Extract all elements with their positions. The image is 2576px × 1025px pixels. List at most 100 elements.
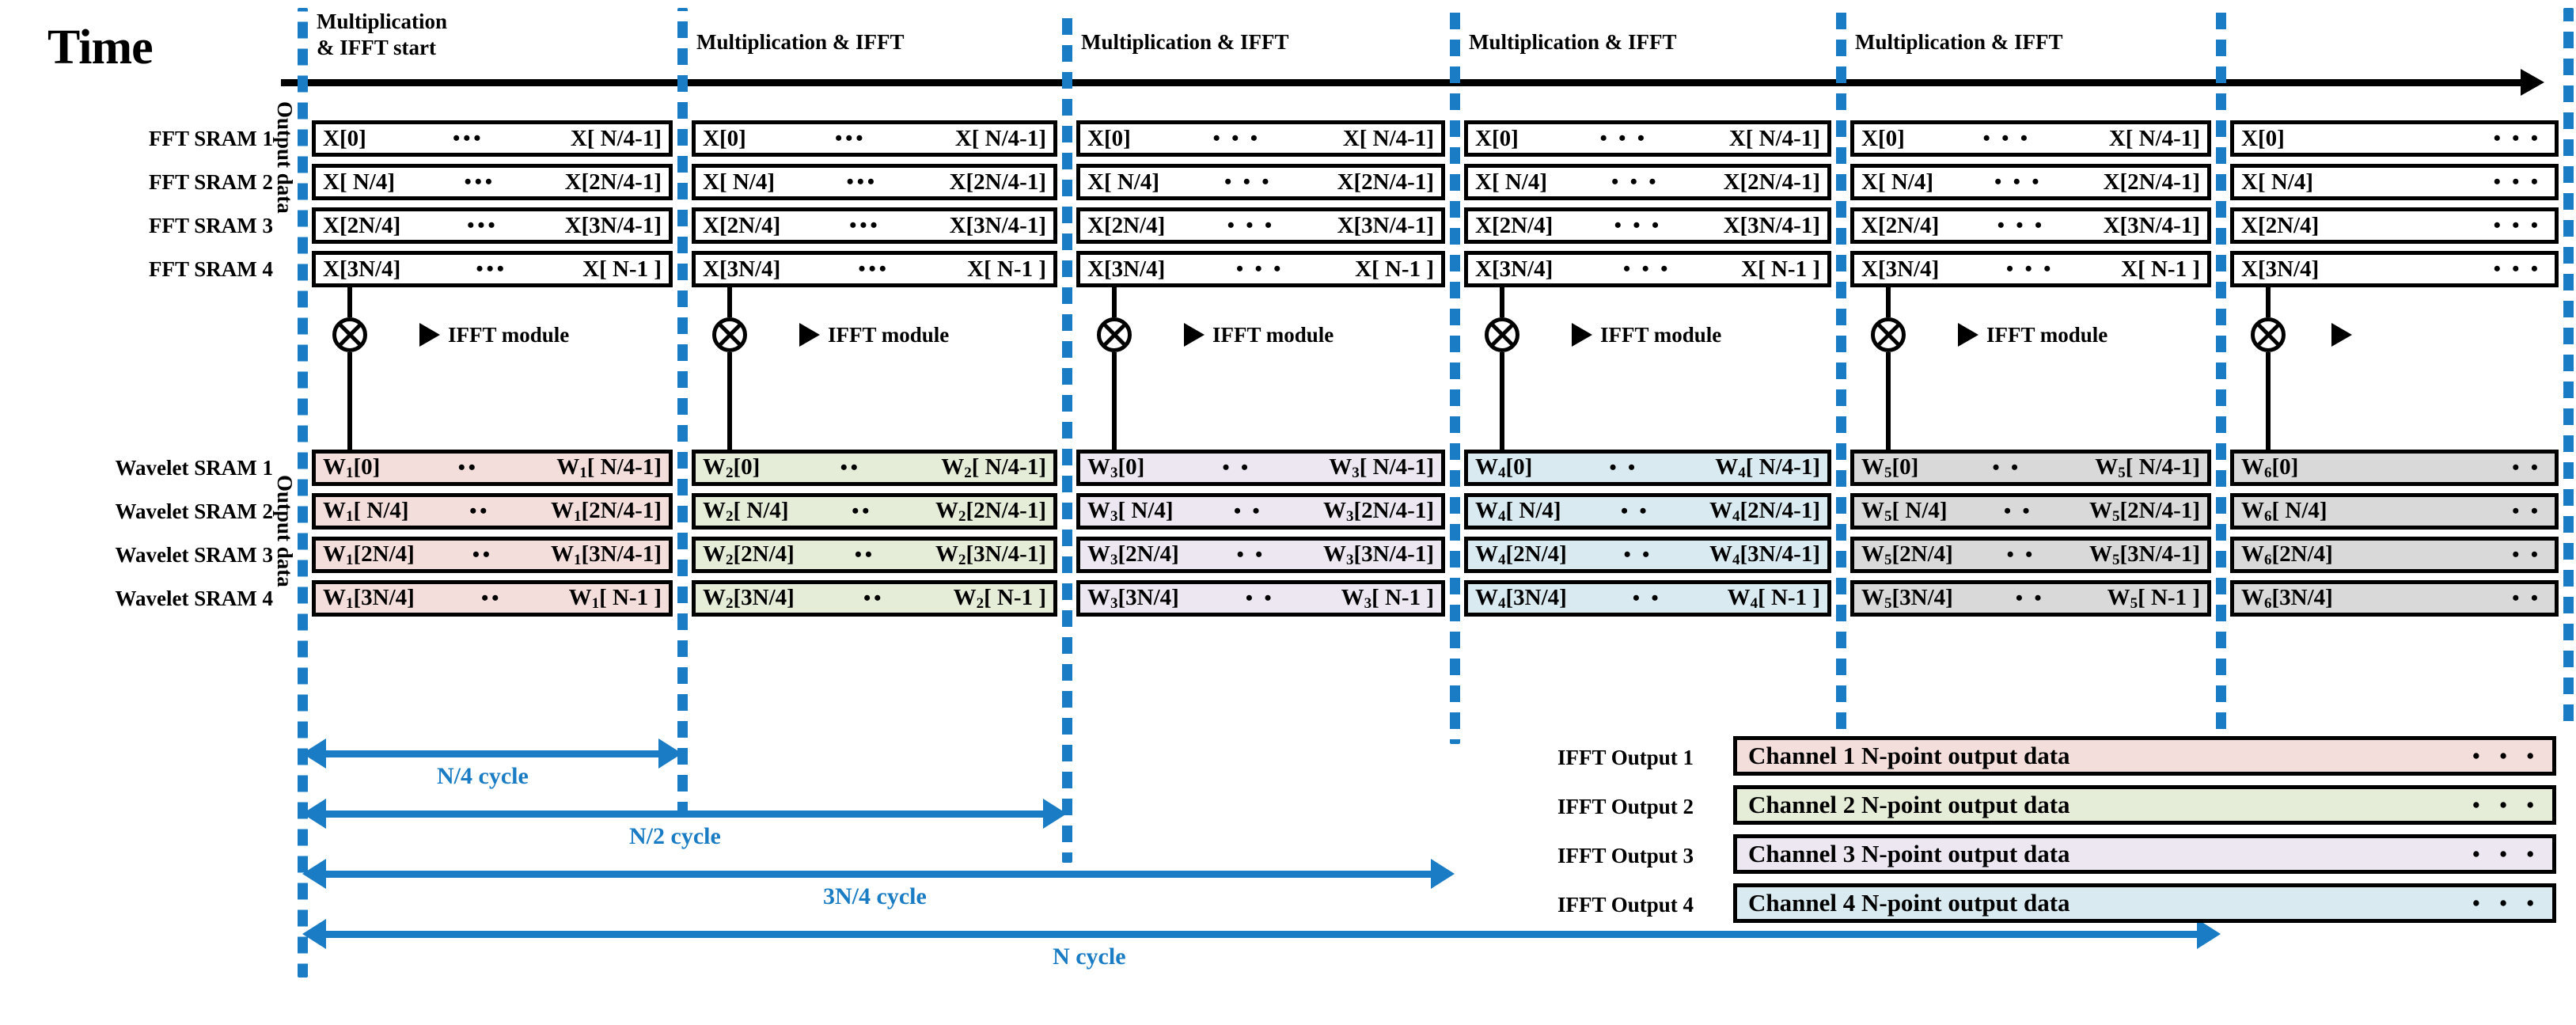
fft-cell-ellipsis: •••	[476, 257, 507, 280]
arrow-head-right-icon	[1431, 859, 1455, 889]
arrow-shaft	[326, 750, 658, 757]
multiply-icon	[1871, 317, 1906, 352]
cycle-arrow-label-1: N/4 cycle	[437, 763, 529, 789]
ifft-module-label-2: IFFT module	[828, 322, 950, 347]
ifft-output-label-2: IFFT Output 2	[1557, 795, 1694, 818]
fft-cell-end-index: X[2N/4-1]	[2103, 169, 2200, 195]
fft-cell-c3-r2: X[ N/4]• • •X[2N/4-1]	[1076, 164, 1445, 200]
phase-separator-7	[2563, 8, 2574, 728]
fft-cell-c2-r4: X[3N/4]•••X[ N-1 ]	[692, 251, 1057, 287]
fft-cell-start-index: X[2N/4]	[323, 212, 401, 238]
wavelet-cell-start-index: W4[0]	[1475, 454, 1533, 481]
wavelet-row-label-2: Wavelet SRAM 2	[115, 499, 273, 523]
fft-cell-end-index: X[ N/4-1]	[570, 125, 662, 151]
fft-cell-c3-r3: X[2N/4]• • •X[3N/4-1]	[1076, 207, 1445, 244]
fft-cell-end-index: X[ N-1 ]	[1355, 256, 1434, 282]
wavelet-cell-start-index: W4[2N/4]	[1475, 541, 1567, 568]
cycle-arrow-label-3: 3N/4 cycle	[823, 883, 927, 909]
wavelet-cell-end-index: W3[2N/4-1]	[1323, 497, 1434, 525]
fft-cell-end-index: X[3N/4-1]	[564, 212, 662, 238]
fft-cell-end-index: X[2N/4-1]	[949, 169, 1046, 195]
wavelet-cell-c5-r2: W5[ N/4]• •W5[2N/4-1]	[1850, 493, 2211, 530]
wavelet-cell-start-index: W2[2N/4]	[703, 541, 795, 568]
wavelet-cell-ellipsis: • •	[1623, 543, 1653, 566]
wavelet-cell-ellipsis: ••	[469, 499, 491, 522]
wavelet-cell-c5-r1: W5[0]• •W5[ N/4-1]	[1850, 450, 2211, 486]
fft-cell-ellipsis: • • •	[1224, 170, 1273, 193]
fft-cell-c1-r2: X[ N/4]•••X[2N/4-1]	[312, 164, 673, 200]
wavelet-cell-c1-r1: W1[0]••W1[ N/4-1]	[312, 450, 673, 486]
wavelet-cell-c4-r3: W4[2N/4] • • W4[3N/4-1]	[1464, 537, 1831, 573]
wavelet-cell-c1-r2: W1[ N/4]••W1[2N/4-1]	[312, 493, 673, 530]
wavelet-cell-ellipsis: • •	[2512, 456, 2541, 479]
wavelet-cell-start-index: W5[3N/4]	[1861, 584, 1953, 612]
wavelet-cell-c1-r4: W1[3N/4]••W1[ N-1 ]	[312, 580, 673, 617]
wavelet-cell-c3-r2: W3[ N/4]• •W3[2N/4-1]	[1076, 493, 1445, 530]
wavelet-cell-c6-r2: W6[ N/4]• •	[2230, 493, 2559, 530]
wavelet-cell-end-index: W4[3N/4-1]	[1709, 541, 1820, 568]
wavelet-cell-ellipsis: • •	[2003, 499, 2033, 522]
wavelet-cell-ellipsis: • •	[1245, 587, 1275, 609]
fft-cell-start-index: X[ N/4]	[2241, 169, 2314, 195]
cycle-arrow-label-2: N/2 cycle	[629, 823, 721, 849]
fft-cell-end-index: X[3N/4-1]	[949, 212, 1046, 238]
fft-cell-c5-r4: X[3N/4]• • •X[ N-1 ]	[1850, 251, 2211, 287]
fft-cell-start-index: X[3N/4]	[1087, 256, 1166, 282]
fft-cell-end-index: X[3N/4-1]	[1723, 212, 1820, 238]
wavelet-cell-end-index: W3[ N/4-1]	[1329, 454, 1434, 481]
mul-stem-bottom-3	[1112, 352, 1117, 450]
wavelet-row-label-1: Wavelet SRAM 1	[115, 456, 273, 480]
phase-caption-2: Multiplication & IFFT	[696, 30, 905, 55]
arrow-head-left-icon	[302, 859, 326, 889]
wavelet-cell-end-index: W4[2N/4-1]	[1709, 497, 1820, 525]
wavelet-cell-ellipsis: • •	[2006, 543, 2036, 566]
fft-cell-ellipsis: •••	[835, 127, 867, 150]
phase-caption-1: Multiplication& IFFT start	[317, 9, 447, 60]
wavelet-cell-c2-r4: W2[3N/4]••W2[ N-1 ]	[692, 580, 1057, 617]
ifft-output-label-1: IFFT Output 1	[1557, 746, 1694, 769]
wavelet-cell-ellipsis: • •	[2015, 587, 2045, 609]
wavelet-cell-ellipsis: ••	[457, 456, 479, 479]
fft-row-label-3: FFT SRAM 3	[148, 214, 273, 237]
fft-cell-ellipsis: •••	[464, 170, 495, 193]
fft-cell-start-index: X[3N/4]	[1475, 256, 1554, 282]
ifft-output-ellipsis: • • •	[2472, 890, 2541, 915]
fft-cell-end-index: X[ N-1 ]	[2121, 256, 2200, 282]
fft-cell-start-index: X[0]	[1087, 125, 1131, 151]
fft-cell-start-index: X[3N/4]	[323, 256, 401, 282]
phase-caption-line1: Multiplication & IFFT	[1081, 30, 1289, 54]
mul-stem-bottom-6	[2266, 352, 2271, 450]
wavelet-cell-start-index: W6[ N/4]	[2241, 497, 2328, 525]
wavelet-cell-ellipsis: ••	[481, 587, 503, 609]
ifft-arrow-4	[1521, 323, 1592, 347]
ifft-output-ellipsis: • • •	[2472, 841, 2541, 866]
wavelet-cell-start-index: W4[3N/4]	[1475, 584, 1567, 612]
arrow-head-left-icon	[302, 738, 326, 769]
output-data-label-fft: Output data	[273, 101, 297, 214]
fft-row-label-2: FFT SRAM 2	[148, 170, 273, 194]
ifft-output-text: Channel 4 N-point output data	[1748, 889, 2070, 917]
phase-caption-line1: Multiplication	[317, 9, 448, 33]
output-data-label-wavelet: Output data	[273, 475, 297, 587]
wavelet-cell-ellipsis: ••	[854, 543, 876, 566]
fft-cell-start-index: X[3N/4]	[703, 256, 781, 282]
wavelet-cell-end-index: W2[2N/4-1]	[935, 497, 1046, 525]
mul-stem-top-2	[727, 287, 732, 317]
ifft-output-text: Channel 3 N-point output data	[1748, 840, 2070, 867]
wavelet-cell-start-index: W2[0]	[703, 454, 761, 481]
wavelet-cell-ellipsis: • •	[1992, 456, 2022, 479]
fft-cell-c2-r1: X[0]•••X[ N/4-1]	[692, 120, 1057, 157]
phase-caption-line1: Multiplication & IFFT	[1855, 30, 2063, 54]
wavelet-cell-end-index: W4[ N/4-1]	[1715, 454, 1820, 481]
fft-cell-start-index: X[0]	[1861, 125, 1905, 151]
wavelet-cell-end-index: W2[3N/4-1]	[935, 541, 1046, 568]
ifft-module-label-3: IFFT module	[1212, 322, 1334, 347]
multiply-icon	[332, 317, 367, 352]
wavelet-cell-ellipsis: ••	[852, 499, 873, 522]
ifft-arrow-2	[749, 323, 820, 347]
wavelet-cell-start-index: W1[2N/4]	[323, 541, 415, 568]
multiplier-group-4: IFFT module	[1485, 317, 1721, 352]
wavelet-cell-ellipsis: • •	[1609, 456, 1639, 479]
fft-cell-c1-r1: X[0]•••X[ N/4-1]	[312, 120, 673, 157]
fft-cell-c1-r3: X[2N/4]•••X[3N/4-1]	[312, 207, 673, 244]
